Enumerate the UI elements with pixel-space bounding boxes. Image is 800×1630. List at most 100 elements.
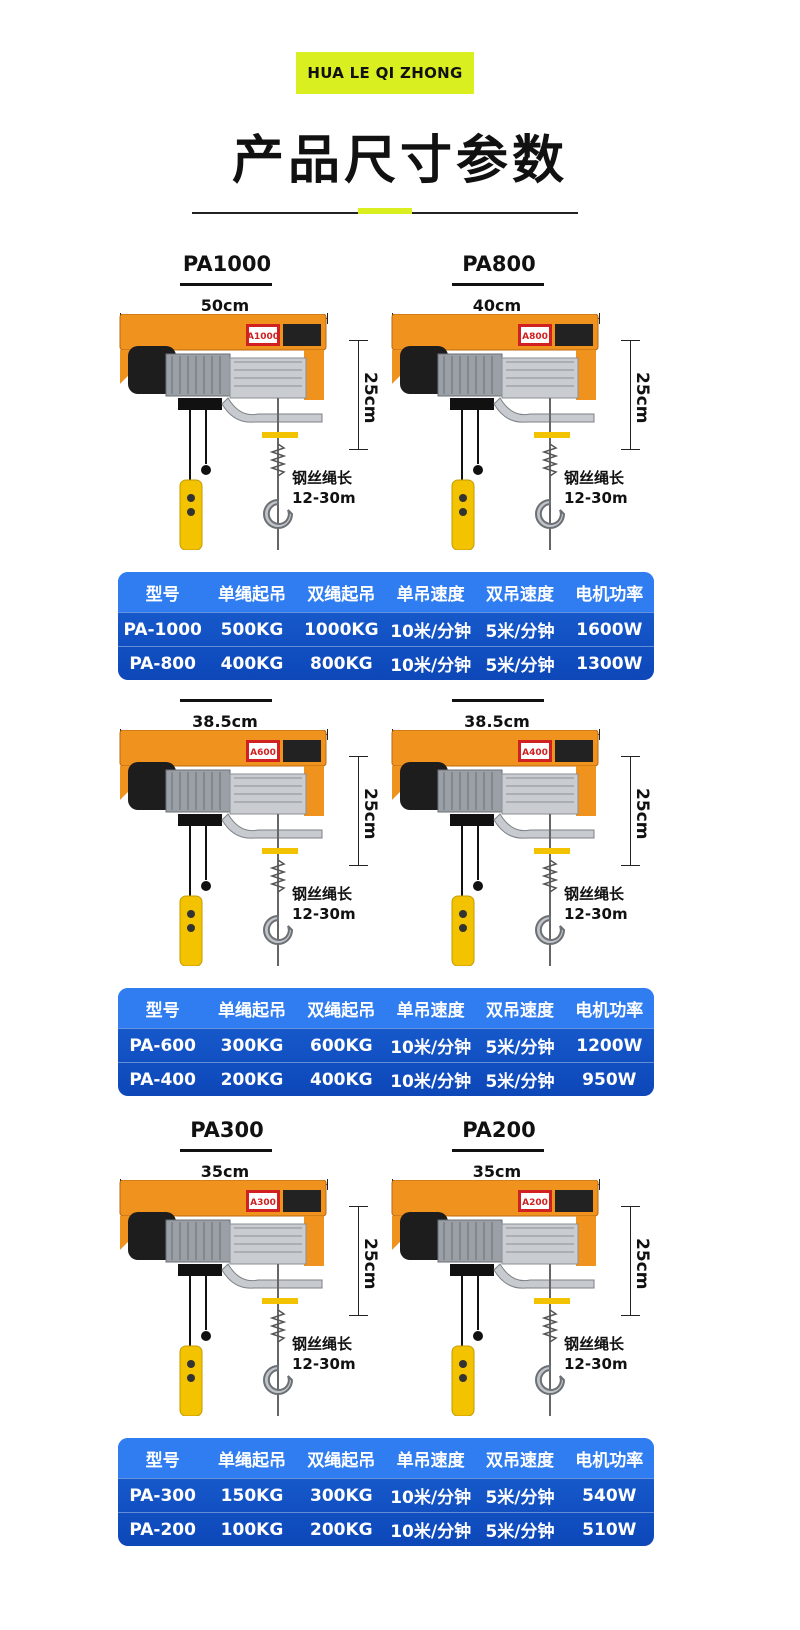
nameplate-text: A600 <box>250 748 276 758</box>
rope-length-value: 12-30m <box>564 1355 628 1373</box>
spec-column-header: 单吊速度 <box>396 1000 465 1021</box>
height-dimension-label: 25cm <box>632 788 652 840</box>
spec-cell: 5米/分钟 <box>485 656 555 676</box>
rope-length-label: 钢丝绳长 <box>564 885 625 903</box>
hoist-illustration: A300 <box>119 1180 327 1416</box>
height-dimension-label: 25cm <box>360 372 380 424</box>
height-dimension-line <box>621 1206 640 1316</box>
spec-column-header: 单吊速度 <box>396 1450 465 1471</box>
rope-length-value: 12-30m <box>292 1355 356 1373</box>
spec-cell: 5米/分钟 <box>485 1072 555 1092</box>
width-dimension-label: 35cm <box>200 1162 250 1181</box>
spec-column-header: 双吊速度 <box>485 1450 554 1471</box>
spec-table-row: PA-400 200KG 400KG 10米/分钟 5米/分钟 950W <box>118 1062 654 1096</box>
spec-cell: PA-200 <box>129 1519 196 1540</box>
spec-table-row: PA-800 400KG 800KG 10米/分钟 5米/分钟 1300W <box>118 646 654 680</box>
spec-cell: PA-400 <box>129 1069 196 1090</box>
nameplate-text: A400 <box>522 748 548 758</box>
spec-column-header: 电机功率 <box>575 1450 644 1471</box>
spec-cell: 10米/分钟 <box>390 1488 472 1508</box>
nameplate-text: A200 <box>522 1198 548 1208</box>
spec-cell: 10米/分钟 <box>390 656 472 676</box>
spec-cell: 10米/分钟 <box>390 1038 472 1058</box>
spec-cell: 100KG <box>220 1519 284 1540</box>
spec-column-header: 电机功率 <box>575 1000 644 1021</box>
height-dimension-line <box>621 340 640 450</box>
spec-cell: 5米/分钟 <box>485 1522 555 1542</box>
height-dimension-line <box>349 340 368 450</box>
spec-cell: 10米/分钟 <box>390 1072 472 1092</box>
rope-length-value: 12-30m <box>292 489 356 507</box>
model-title-underline <box>452 1149 544 1152</box>
rope-length-label: 钢丝绳长 <box>564 469 625 487</box>
model-title: PA800 <box>462 252 536 276</box>
hoist-illustration: A800 <box>391 314 599 550</box>
spec-column-header: 双绳起吊 <box>307 584 376 605</box>
width-dimension-label: 38.5cm <box>464 712 530 731</box>
spec-cell: 510W <box>582 1519 637 1540</box>
nameplate-text: A800 <box>522 332 548 342</box>
spec-column-header: 电机功率 <box>575 584 644 605</box>
spec-cell: 1000KG <box>304 619 379 640</box>
spec-cell: PA-1000 <box>123 619 202 640</box>
spec-cell: 1600W <box>576 619 643 640</box>
spec-column-header: 型号 <box>145 1000 180 1021</box>
spec-table-header: 型号 单绳起吊双绳起吊单吊速度双吊速度电机功率 <box>118 988 654 1028</box>
spec-table-header: 型号单绳起吊双绳起吊单吊速度双吊速度电机功率 <box>118 1438 654 1478</box>
width-dimension-label: 40cm <box>472 296 522 315</box>
spec-cell: 200KG <box>220 1069 284 1090</box>
model-title-underline <box>180 283 272 286</box>
hoist-illustration: A400 <box>391 730 599 966</box>
spec-cell: 800KG <box>310 653 373 674</box>
width-dimension-label: 50cm <box>200 296 250 315</box>
spec-cell: 150KG <box>220 1485 284 1506</box>
spec-cell: 10米/分钟 <box>390 1522 472 1542</box>
spec-cell: 200KG <box>310 1519 373 1540</box>
spec-column-header: 双绳起吊 <box>307 1450 376 1471</box>
hoist-illustration: A200 <box>391 1180 599 1416</box>
spec-cell: 600KG <box>310 1035 373 1056</box>
spec-cell: 540W <box>582 1485 637 1506</box>
spec-cell: 400KG <box>310 1069 373 1090</box>
spec-cell: 950W <box>582 1069 637 1090</box>
spec-cell: 1300W <box>576 653 643 674</box>
height-dimension-line <box>349 756 368 866</box>
spec-table-header: 型号单绳起吊双绳起吊单吊速度双吊速度电机功率 <box>118 572 654 612</box>
nameplate-text: A300 <box>250 1198 276 1208</box>
spec-cell: PA-300 <box>129 1485 196 1506</box>
width-dimension-label: 35cm <box>472 1162 522 1181</box>
height-dimension-label: 25cm <box>360 1238 380 1290</box>
spec-column-header: 型号 <box>145 584 180 605</box>
rope-length-label: 钢丝绳长 <box>292 885 353 903</box>
spec-column-header: 双绳起吊 <box>307 1000 376 1021</box>
spec-cell: PA-800 <box>129 653 196 674</box>
spec-column-header: 单绳起吊 <box>217 1450 286 1471</box>
spec-column-header: 单吊速度 <box>396 584 465 605</box>
rope-length-label: 钢丝绳长 <box>292 469 353 487</box>
spec-column-header: 单绳起吊 <box>217 1000 286 1021</box>
rope-length-label: 钢丝绳长 <box>292 1335 353 1353</box>
model-title-underline <box>452 283 544 286</box>
height-dimension-line <box>349 1206 368 1316</box>
spec-cell: 300KG <box>220 1035 284 1056</box>
rope-length-label: 钢丝绳长 <box>564 1335 625 1353</box>
spec-cell: 300KG <box>310 1485 373 1506</box>
spec-cell: 500KG <box>220 619 284 640</box>
spec-cell: 1200W <box>576 1035 643 1056</box>
title-divider-accent <box>358 208 412 214</box>
height-dimension-label: 25cm <box>360 788 380 840</box>
height-dimension-label: 25cm <box>632 1238 652 1290</box>
spec-cell: 10米/分钟 <box>390 622 472 642</box>
rope-length-value: 12-30m <box>564 489 628 507</box>
spec-column-header: 双吊速度 <box>485 1000 554 1021</box>
model-title-underline <box>452 699 544 702</box>
hoist-illustration: A1000 <box>119 314 327 550</box>
hoist-illustration: A600 <box>119 730 327 966</box>
spec-column-header: 单绳起吊 <box>217 584 286 605</box>
spec-cell: 400KG <box>220 653 284 674</box>
brand-tag: HUA LE QI ZHONG <box>296 52 474 94</box>
height-dimension-line <box>621 756 640 866</box>
